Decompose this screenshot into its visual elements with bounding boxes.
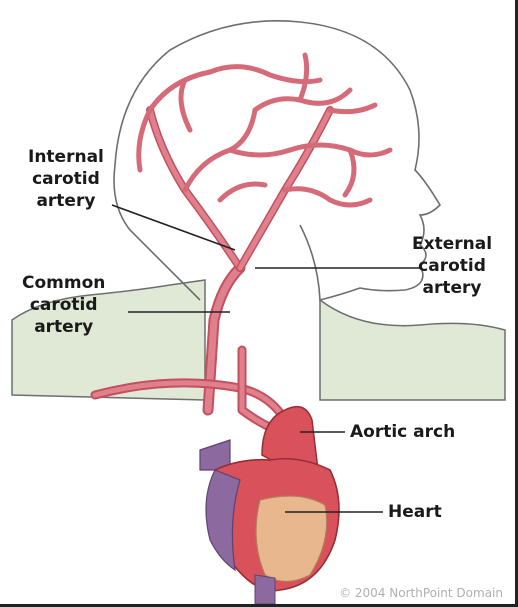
descending-aorta: [255, 575, 275, 604]
head-outline: [115, 21, 440, 300]
label-common-carotid-line3: artery: [22, 316, 105, 338]
label-external-carotid-line1: External: [412, 233, 492, 255]
label-external-carotid-line2: carotid: [412, 255, 492, 277]
label-heart: Heart: [388, 501, 442, 523]
label-internal-carotid-line2: carotid: [28, 168, 104, 190]
label-external-carotid-line3: artery: [412, 277, 492, 299]
label-common-carotid-line1: Common: [22, 272, 105, 294]
label-internal-carotid-line1: Internal: [28, 146, 104, 168]
heart: [200, 407, 339, 604]
label-common-carotid-line2: carotid: [22, 294, 105, 316]
label-internal-carotid: Internal carotid artery: [28, 146, 104, 212]
label-external-carotid: External carotid artery: [412, 233, 492, 299]
neck-chest-silhouette: [320, 300, 505, 400]
copyright-notice: © 2004 NorthPoint Domain: [339, 586, 503, 600]
label-internal-carotid-line3: artery: [28, 190, 104, 212]
label-common-carotid: Common carotid artery: [22, 272, 105, 338]
label-aortic-arch: Aortic arch: [350, 421, 455, 443]
